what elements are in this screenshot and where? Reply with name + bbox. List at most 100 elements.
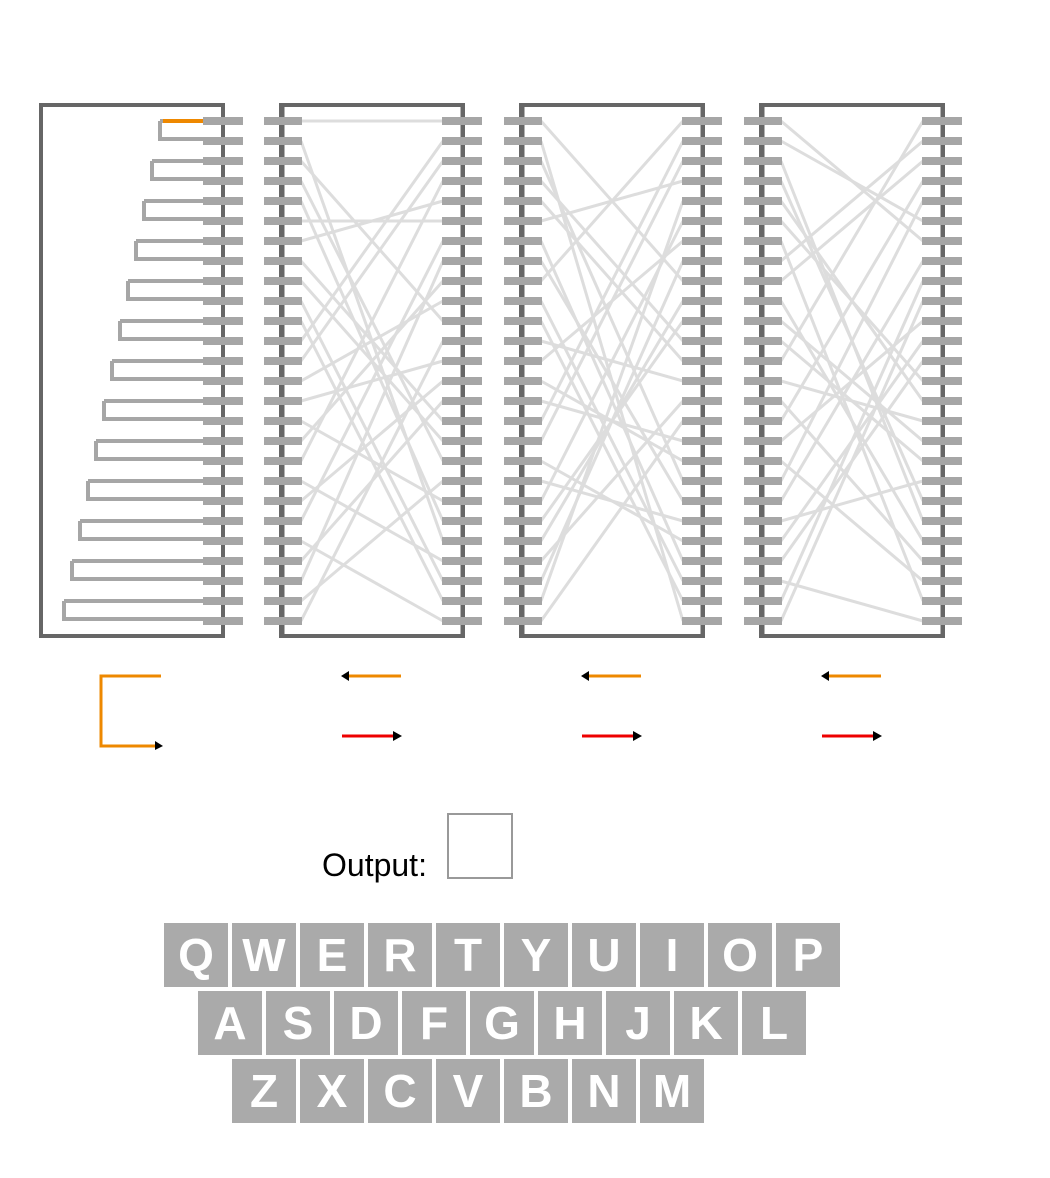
key-g[interactable]: G (470, 991, 534, 1055)
rotor-1-left-pin (264, 557, 302, 565)
rotor-1-left-pin (264, 577, 302, 585)
rotor-3-right-pin (922, 317, 962, 325)
rotor-3-wire (780, 339, 924, 463)
rotor-3-right-pin (922, 537, 962, 545)
rotor-3-right-pin (922, 337, 962, 345)
rotor-2-left-pin (504, 157, 542, 165)
rotor-1-left-pin (264, 477, 302, 485)
rotor-2-wire (539, 180, 685, 342)
rotor-2-right-pin (682, 437, 722, 445)
rotor-2-wire (539, 200, 685, 602)
rotor-1-left-pin (264, 497, 302, 505)
rotor-3-right-pin (922, 357, 962, 365)
key-q[interactable]: Q (164, 923, 228, 987)
rotor-3-wire (780, 319, 924, 443)
reflector-pin (203, 217, 243, 225)
reflector-pin (203, 617, 243, 625)
rotor-1-left-pin (264, 257, 302, 265)
key-m[interactable]: M (640, 1059, 704, 1123)
key-y[interactable]: Y (504, 923, 568, 987)
key-l[interactable]: L (742, 991, 806, 1055)
rotor-1-wire (300, 479, 444, 563)
rotor-1-right-pin (442, 237, 482, 245)
rotor-2-right-pin (682, 357, 722, 365)
key-i[interactable]: I (640, 923, 704, 987)
rotor-3-left-pin (744, 257, 782, 265)
rotor-3-right-pin (922, 297, 962, 305)
rotor-2-right-pin (682, 557, 722, 565)
rotor-1-left-pin (264, 117, 302, 125)
key-s[interactable]: S (266, 991, 330, 1055)
key-x[interactable]: X (300, 1059, 364, 1123)
arrowhead-icon (633, 731, 642, 741)
rotor-1-right-pin (442, 417, 482, 425)
key-w[interactable]: W (232, 923, 296, 987)
key-z[interactable]: Z (232, 1059, 296, 1123)
rotor-1-wire (299, 160, 445, 362)
rotor-2-right-pin (682, 137, 722, 145)
key-e[interactable]: E (300, 923, 364, 987)
rotor-2-left-pin (504, 417, 542, 425)
rotor-1-left-pin (264, 457, 302, 465)
rotor-3-wire (780, 459, 924, 583)
reflector-pin (203, 137, 243, 145)
reflector-loop (94, 439, 203, 461)
key-j[interactable]: J (606, 991, 670, 1055)
rotor-3-left-pin (744, 277, 782, 285)
key-b[interactable]: B (504, 1059, 568, 1123)
key-n[interactable]: N (572, 1059, 636, 1123)
reflector-pin (203, 477, 243, 485)
key-o[interactable]: O (708, 923, 772, 987)
rotor-1 (264, 103, 482, 638)
arrowhead-icon (393, 731, 402, 741)
rotor-2-right-pin (682, 237, 722, 245)
rotor-1-left-pin (264, 377, 302, 385)
reflector-loop (62, 599, 203, 621)
key-f[interactable]: F (402, 991, 466, 1055)
reflector-loop (110, 359, 203, 381)
rotor-2-wire (539, 320, 685, 522)
rotor-3-wire (779, 300, 925, 542)
key-a[interactable]: A (198, 991, 262, 1055)
output-box (447, 813, 513, 879)
key-u[interactable]: U (572, 923, 636, 987)
rotor-1-wire (299, 320, 445, 602)
rotor-2-right-pin (682, 197, 722, 205)
key-d[interactable]: D (334, 991, 398, 1055)
rotor-2-left-pin (504, 437, 542, 445)
rotor-3-right-pin (922, 137, 962, 145)
key-v[interactable]: V (436, 1059, 500, 1123)
rotor-2-left-pin (504, 517, 542, 525)
rotor-3-right-pin (922, 277, 962, 285)
key-r[interactable]: R (368, 923, 432, 987)
rotor-2-wire (539, 320, 685, 602)
reflector-loop (134, 239, 203, 261)
rotor-2-left-pin (504, 397, 542, 405)
rotor-2-left-pin (504, 617, 542, 625)
rotor-2-left-pin (504, 577, 542, 585)
key-k[interactable]: K (674, 991, 738, 1055)
rotor-1-wire (299, 140, 445, 342)
rotor-3-right-pin (922, 617, 962, 625)
reflector-pin (203, 417, 243, 425)
rotor-3-right-pin (922, 417, 962, 425)
key-t[interactable]: T (436, 923, 500, 987)
rotor-2-left-pin (504, 257, 542, 265)
rotor-2-right-pin (682, 177, 722, 185)
key-c[interactable]: C (368, 1059, 432, 1123)
reflector-loop (78, 519, 203, 541)
rotor-3-left-pin (744, 237, 782, 245)
rotor-3-right-pin (922, 577, 962, 585)
rotor-3-wire (779, 400, 925, 562)
rotor-1-left-pin (264, 537, 302, 545)
reflector (39, 103, 243, 638)
key-h[interactable]: H (538, 991, 602, 1055)
key-p[interactable]: P (776, 923, 840, 987)
rotor-3-left-pin (744, 477, 782, 485)
rotor-3-wire (780, 139, 924, 263)
rotor-2-left-pin (504, 117, 542, 125)
reflector-loop (118, 319, 203, 341)
rotor-3 (744, 103, 962, 638)
